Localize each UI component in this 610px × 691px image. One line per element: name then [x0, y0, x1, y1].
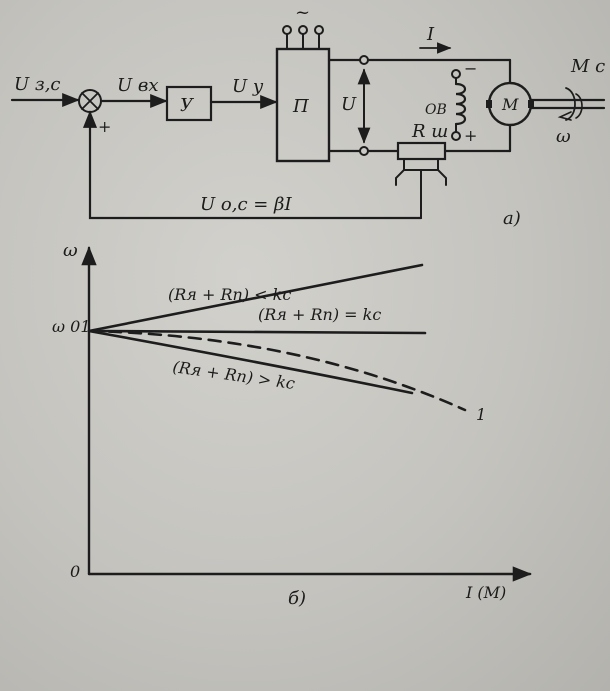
ac-supply-terminals [282, 25, 324, 50]
converter-label: П [292, 96, 309, 117]
bottom-terminal [359, 146, 369, 156]
panel-a-label: а) [503, 208, 521, 229]
block-diagram-a: U з,c + U вх У U у П ~ [10, 2, 606, 229]
motor [486, 81, 534, 127]
curve-dashed-label: 1 [476, 405, 486, 424]
curve-middle-label: (Rя + Rп) = kc [258, 305, 381, 324]
top-terminal [359, 55, 369, 65]
current-label: I [426, 24, 435, 45]
curve-upper [87, 263, 424, 333]
input-label: U з,c [14, 74, 61, 95]
curve-lower-label: (Rя + Rп) > kc [171, 357, 296, 393]
curve-middle [87, 329, 427, 335]
motor-shaft [529, 98, 606, 110]
shunt-taps [395, 158, 447, 219]
field-winding [451, 69, 467, 141]
motor-label: М [501, 95, 519, 114]
amplifier-block [165, 85, 213, 122]
feedback-label: U o,c = βI [200, 194, 292, 215]
feedback-line [82, 110, 423, 220]
voltage-label: U [341, 94, 357, 115]
origin-label: 0 [70, 562, 80, 581]
ac-symbol: ~ [295, 2, 310, 23]
summing-junction [78, 89, 102, 113]
omega01-label: ω 01 [52, 317, 91, 336]
amplifier-label: У [180, 95, 195, 116]
field-winding-label: ОВ [425, 102, 447, 118]
curve-upper-label: (Rя + Rп) < kc [168, 285, 291, 304]
curve-dashed [87, 329, 467, 412]
summer-plus-sign: + [98, 117, 111, 136]
y-axis-label: ω [63, 240, 78, 261]
speed-label-a: ω [556, 126, 571, 147]
torque-label: M c [570, 56, 605, 77]
characteristics-graph-b: ω 0 ω 01 I (M) б) (Rя + Rп) < kc (Rя + R… [52, 240, 532, 609]
shunt-label: R ш [411, 121, 448, 142]
amplifier-output-label: U у [232, 76, 264, 97]
field-plus: + [464, 126, 477, 145]
shunt-resistor [396, 141, 447, 161]
x-axis-label: I (M) [465, 583, 506, 602]
field-minus: − [464, 59, 477, 78]
curve-lower [87, 329, 414, 395]
panel-b-label: б) [288, 588, 306, 609]
torque-arrow [565, 87, 576, 121]
input-error-label: U вх [117, 75, 159, 96]
